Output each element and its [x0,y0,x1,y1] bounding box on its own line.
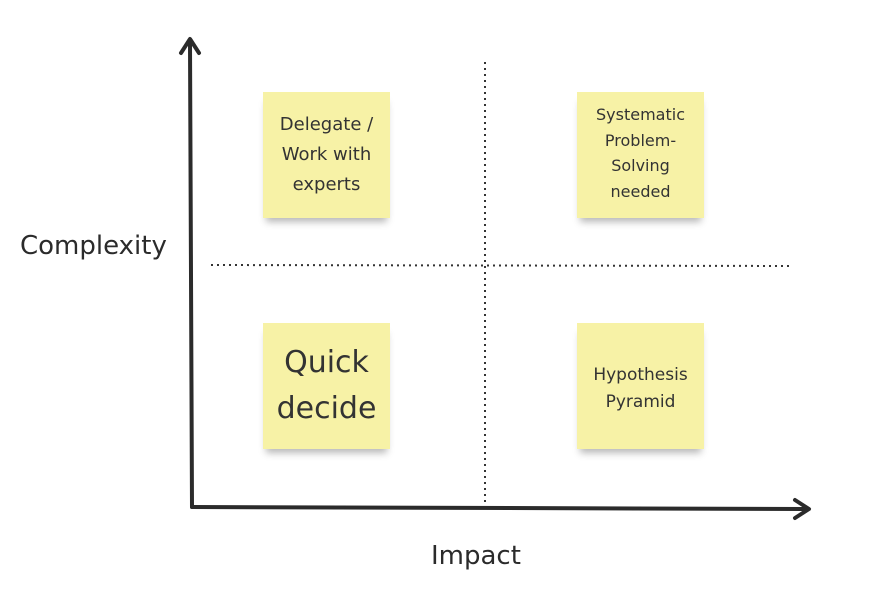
x-axis-label: Impact [431,541,521,571]
x-axis-arrowhead [793,498,811,520]
y-axis [188,42,194,509]
sticky-note-text: Delegate / Work with experts [279,114,374,195]
y-axis-label: Complexity [20,231,167,261]
y-axis-arrowhead [179,37,201,55]
sticky-note-text: Hypothesis Pyramid [593,365,688,412]
sticky-note-top-right[interactable]: Systematic Problem-Solving needed [577,92,704,218]
sticky-note-text: Quick decide [276,345,377,426]
sticky-note-bottom-right[interactable]: Hypothesis Pyramid [577,323,704,449]
sticky-note-text: Systematic Problem-Solving needed [596,105,685,201]
x-axis [190,505,806,511]
sticky-note-top-left[interactable]: Delegate / Work with experts [263,92,390,218]
horizontal-divider [210,264,791,267]
sticky-note-bottom-left[interactable]: Quick decide [263,323,390,449]
